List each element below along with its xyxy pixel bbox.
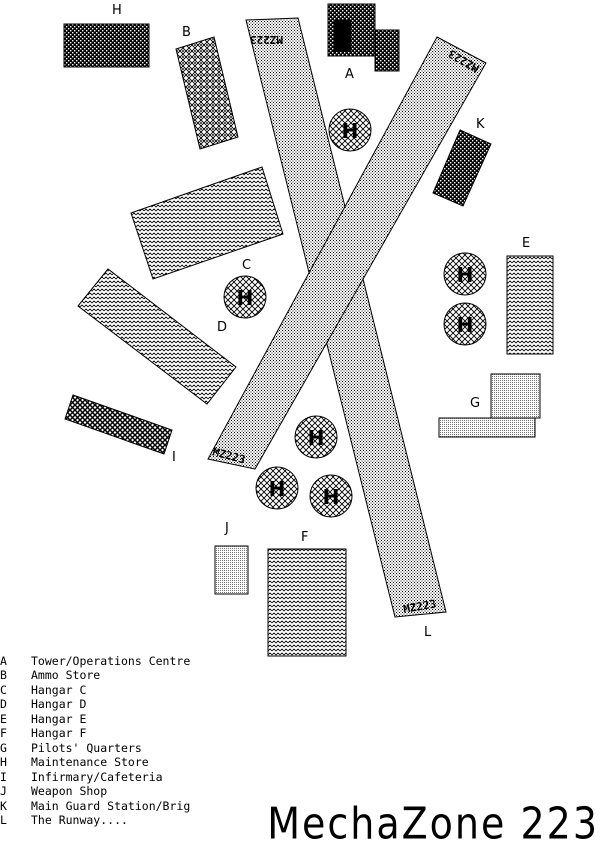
helipad-symbol: H bbox=[457, 263, 474, 287]
legend-label: Tower/Operations Centre bbox=[31, 654, 191, 668]
legend-key: L bbox=[0, 813, 7, 827]
label-b: B bbox=[182, 25, 191, 40]
label-g: G bbox=[470, 396, 480, 411]
legend-key: D bbox=[0, 697, 7, 711]
label-k: K bbox=[476, 117, 485, 132]
label-i: I bbox=[172, 450, 176, 465]
label-f: F bbox=[301, 530, 308, 545]
helipad-symbol: H bbox=[342, 119, 359, 143]
helipad-symbol: H bbox=[308, 426, 325, 450]
legend-label: Maintenance Store bbox=[31, 755, 149, 769]
label-j: J bbox=[224, 521, 229, 536]
building-i[interactable] bbox=[64, 394, 173, 455]
helipad[interactable]: H bbox=[294, 415, 338, 459]
legend-key: B bbox=[0, 668, 7, 682]
label-l: L bbox=[424, 625, 432, 640]
legend-label: Pilots' Quarters bbox=[31, 741, 142, 755]
legend-label: Main Guard Station/Brig bbox=[31, 799, 191, 813]
legend-key: F bbox=[0, 726, 7, 740]
building-a[interactable] bbox=[327, 3, 400, 72]
helipad-symbol: H bbox=[323, 485, 340, 509]
helipad[interactable]: H bbox=[223, 275, 267, 319]
helipad[interactable]: H bbox=[309, 474, 353, 518]
building-k[interactable] bbox=[432, 129, 492, 207]
label-c: C bbox=[242, 258, 251, 273]
runway-marking-bottom-right: MZ223 bbox=[402, 597, 437, 616]
helipad[interactable]: H bbox=[255, 466, 299, 510]
legend-label: Weapon Shop bbox=[31, 784, 108, 798]
label-h: H bbox=[112, 3, 122, 18]
helipad[interactable]: H bbox=[443, 252, 487, 296]
tower-core bbox=[334, 20, 351, 52]
legend-key: K bbox=[0, 799, 7, 813]
helipad[interactable]: H bbox=[443, 302, 487, 346]
legend-label: Hangar C bbox=[31, 683, 87, 697]
building-f[interactable] bbox=[267, 548, 347, 657]
legend-label: The Runway.... bbox=[31, 813, 128, 827]
legend-key: E bbox=[0, 712, 7, 726]
legend-key: C bbox=[0, 683, 7, 697]
legend-key: I bbox=[0, 770, 7, 784]
legend-label: Infirmary/Cafeteria bbox=[31, 770, 163, 784]
label-e: E bbox=[522, 236, 530, 251]
building-h[interactable] bbox=[63, 23, 150, 68]
building-e[interactable] bbox=[506, 255, 554, 355]
helipad-symbol: H bbox=[269, 477, 286, 501]
legend-label: Hangar E bbox=[31, 712, 87, 726]
map-title: MechaZone 223 bbox=[267, 798, 599, 849]
building-j[interactable] bbox=[214, 545, 249, 595]
label-a: A bbox=[345, 67, 354, 82]
legend-label: Hangar D bbox=[31, 697, 87, 711]
runway-marking-top-left: MZ223 bbox=[250, 33, 283, 46]
building-b[interactable] bbox=[175, 36, 239, 150]
legend-key: G bbox=[0, 741, 7, 755]
building-unlabelled[interactable] bbox=[130, 166, 284, 280]
legend-key: J bbox=[0, 784, 7, 798]
building-d[interactable] bbox=[77, 268, 237, 405]
helipad[interactable]: H bbox=[328, 108, 372, 152]
legend-label: Hangar F bbox=[31, 726, 87, 740]
legend-key: A bbox=[0, 654, 7, 668]
building-g[interactable] bbox=[438, 373, 541, 438]
helipad-symbol: H bbox=[457, 313, 474, 337]
legend-key: H bbox=[0, 755, 7, 769]
legend-label: Ammo Store bbox=[31, 668, 101, 682]
label-d: D bbox=[217, 320, 227, 335]
runway bbox=[207, 17, 487, 618]
helipad-symbol: H bbox=[237, 286, 254, 310]
